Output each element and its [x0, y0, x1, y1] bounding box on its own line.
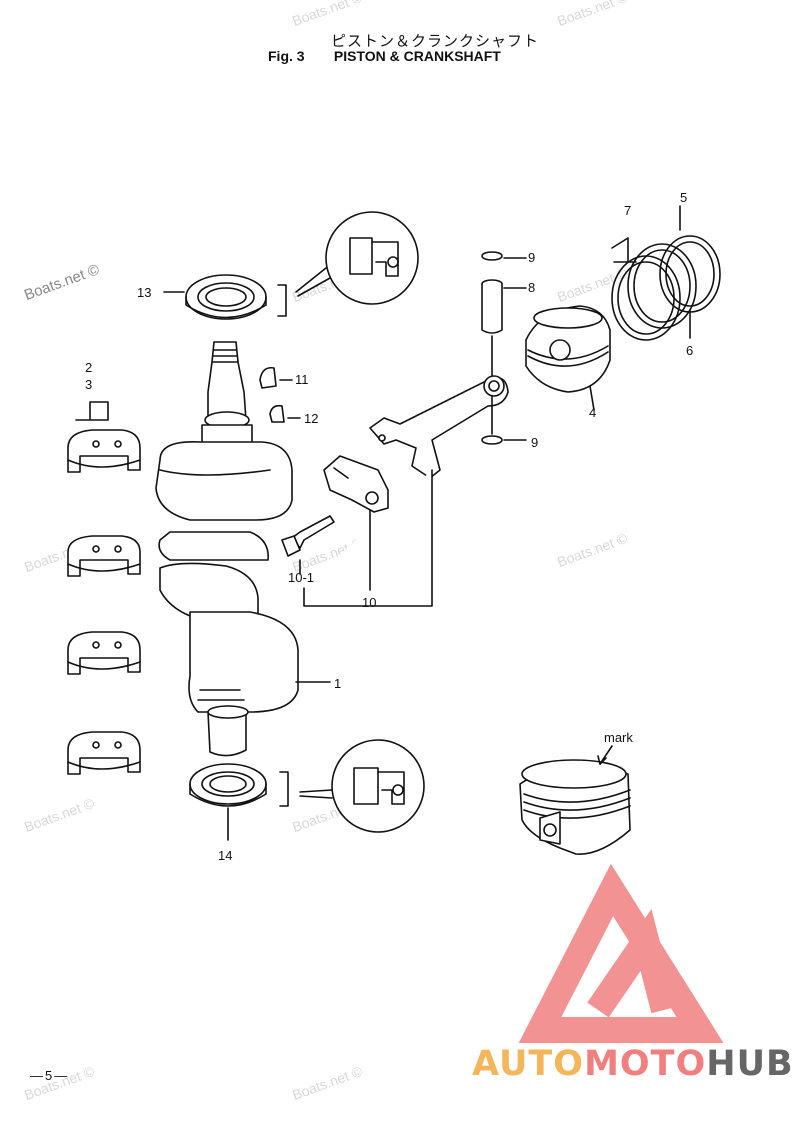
title-japanese: ピストン＆クランクシャフト — [330, 33, 539, 50]
callout-1: 1 — [334, 676, 342, 691]
brand-part-hub: HUB — [706, 1044, 794, 1084]
piston-pin-clip-top — [481, 251, 527, 261]
callout-4: 4 — [589, 405, 597, 420]
brand-part-moto: MOTO — [584, 1044, 707, 1084]
callout-10-1: 10-1 — [288, 570, 315, 585]
callout-2: 2 — [85, 360, 93, 375]
key-11 — [259, 366, 293, 389]
callout-3: 3 — [85, 377, 93, 392]
oil-seal-13 — [163, 274, 287, 320]
main-bearing-2 — [67, 535, 141, 577]
seal-detail-top — [295, 211, 419, 305]
callout-11: 11 — [295, 372, 309, 387]
brand-wordmark: AUTOMOTOHUB — [472, 1044, 794, 1084]
callout-9-bottom: 9 — [531, 435, 539, 450]
crankshaft — [155, 341, 331, 757]
piston-pin — [481, 279, 527, 334]
oil-seal-14 — [189, 763, 289, 841]
piston-ring-set — [611, 205, 721, 341]
callout-12: 12 — [304, 411, 319, 426]
piston-mark-view — [519, 745, 631, 855]
callout-6: 6 — [686, 343, 694, 358]
figure-number: Fig. 3 — [268, 48, 305, 64]
callout-5: 5 — [680, 190, 688, 205]
figure-caption: PISTON & CRANKSHAFT — [333, 48, 501, 64]
piston — [525, 305, 611, 411]
brand-part-auto: AUTO — [472, 1044, 585, 1084]
mark-label: mark — [604, 730, 633, 745]
page-number: —5— — [30, 1068, 70, 1083]
brand-logo — [518, 863, 724, 1043]
piston-pin-clip-bottom — [481, 435, 527, 445]
callout-10: 10 — [362, 595, 377, 610]
main-bearing-3 — [67, 631, 141, 675]
callout-13: 13 — [137, 285, 152, 300]
callout-9-top: 9 — [528, 250, 536, 265]
main-bearing-1 — [67, 429, 141, 473]
callout-14: 14 — [218, 848, 233, 863]
seal-detail-bottom — [299, 739, 425, 833]
figure-title: Fig. 3 PISTON & CRANKSHAFT — [268, 48, 501, 64]
callout-8: 8 — [528, 280, 536, 295]
rod-bolt — [281, 469, 433, 607]
key-12 — [269, 404, 301, 423]
connecting-rod — [323, 375, 509, 513]
main-bearing-4 — [67, 731, 141, 775]
callout-7: 7 — [624, 203, 632, 218]
